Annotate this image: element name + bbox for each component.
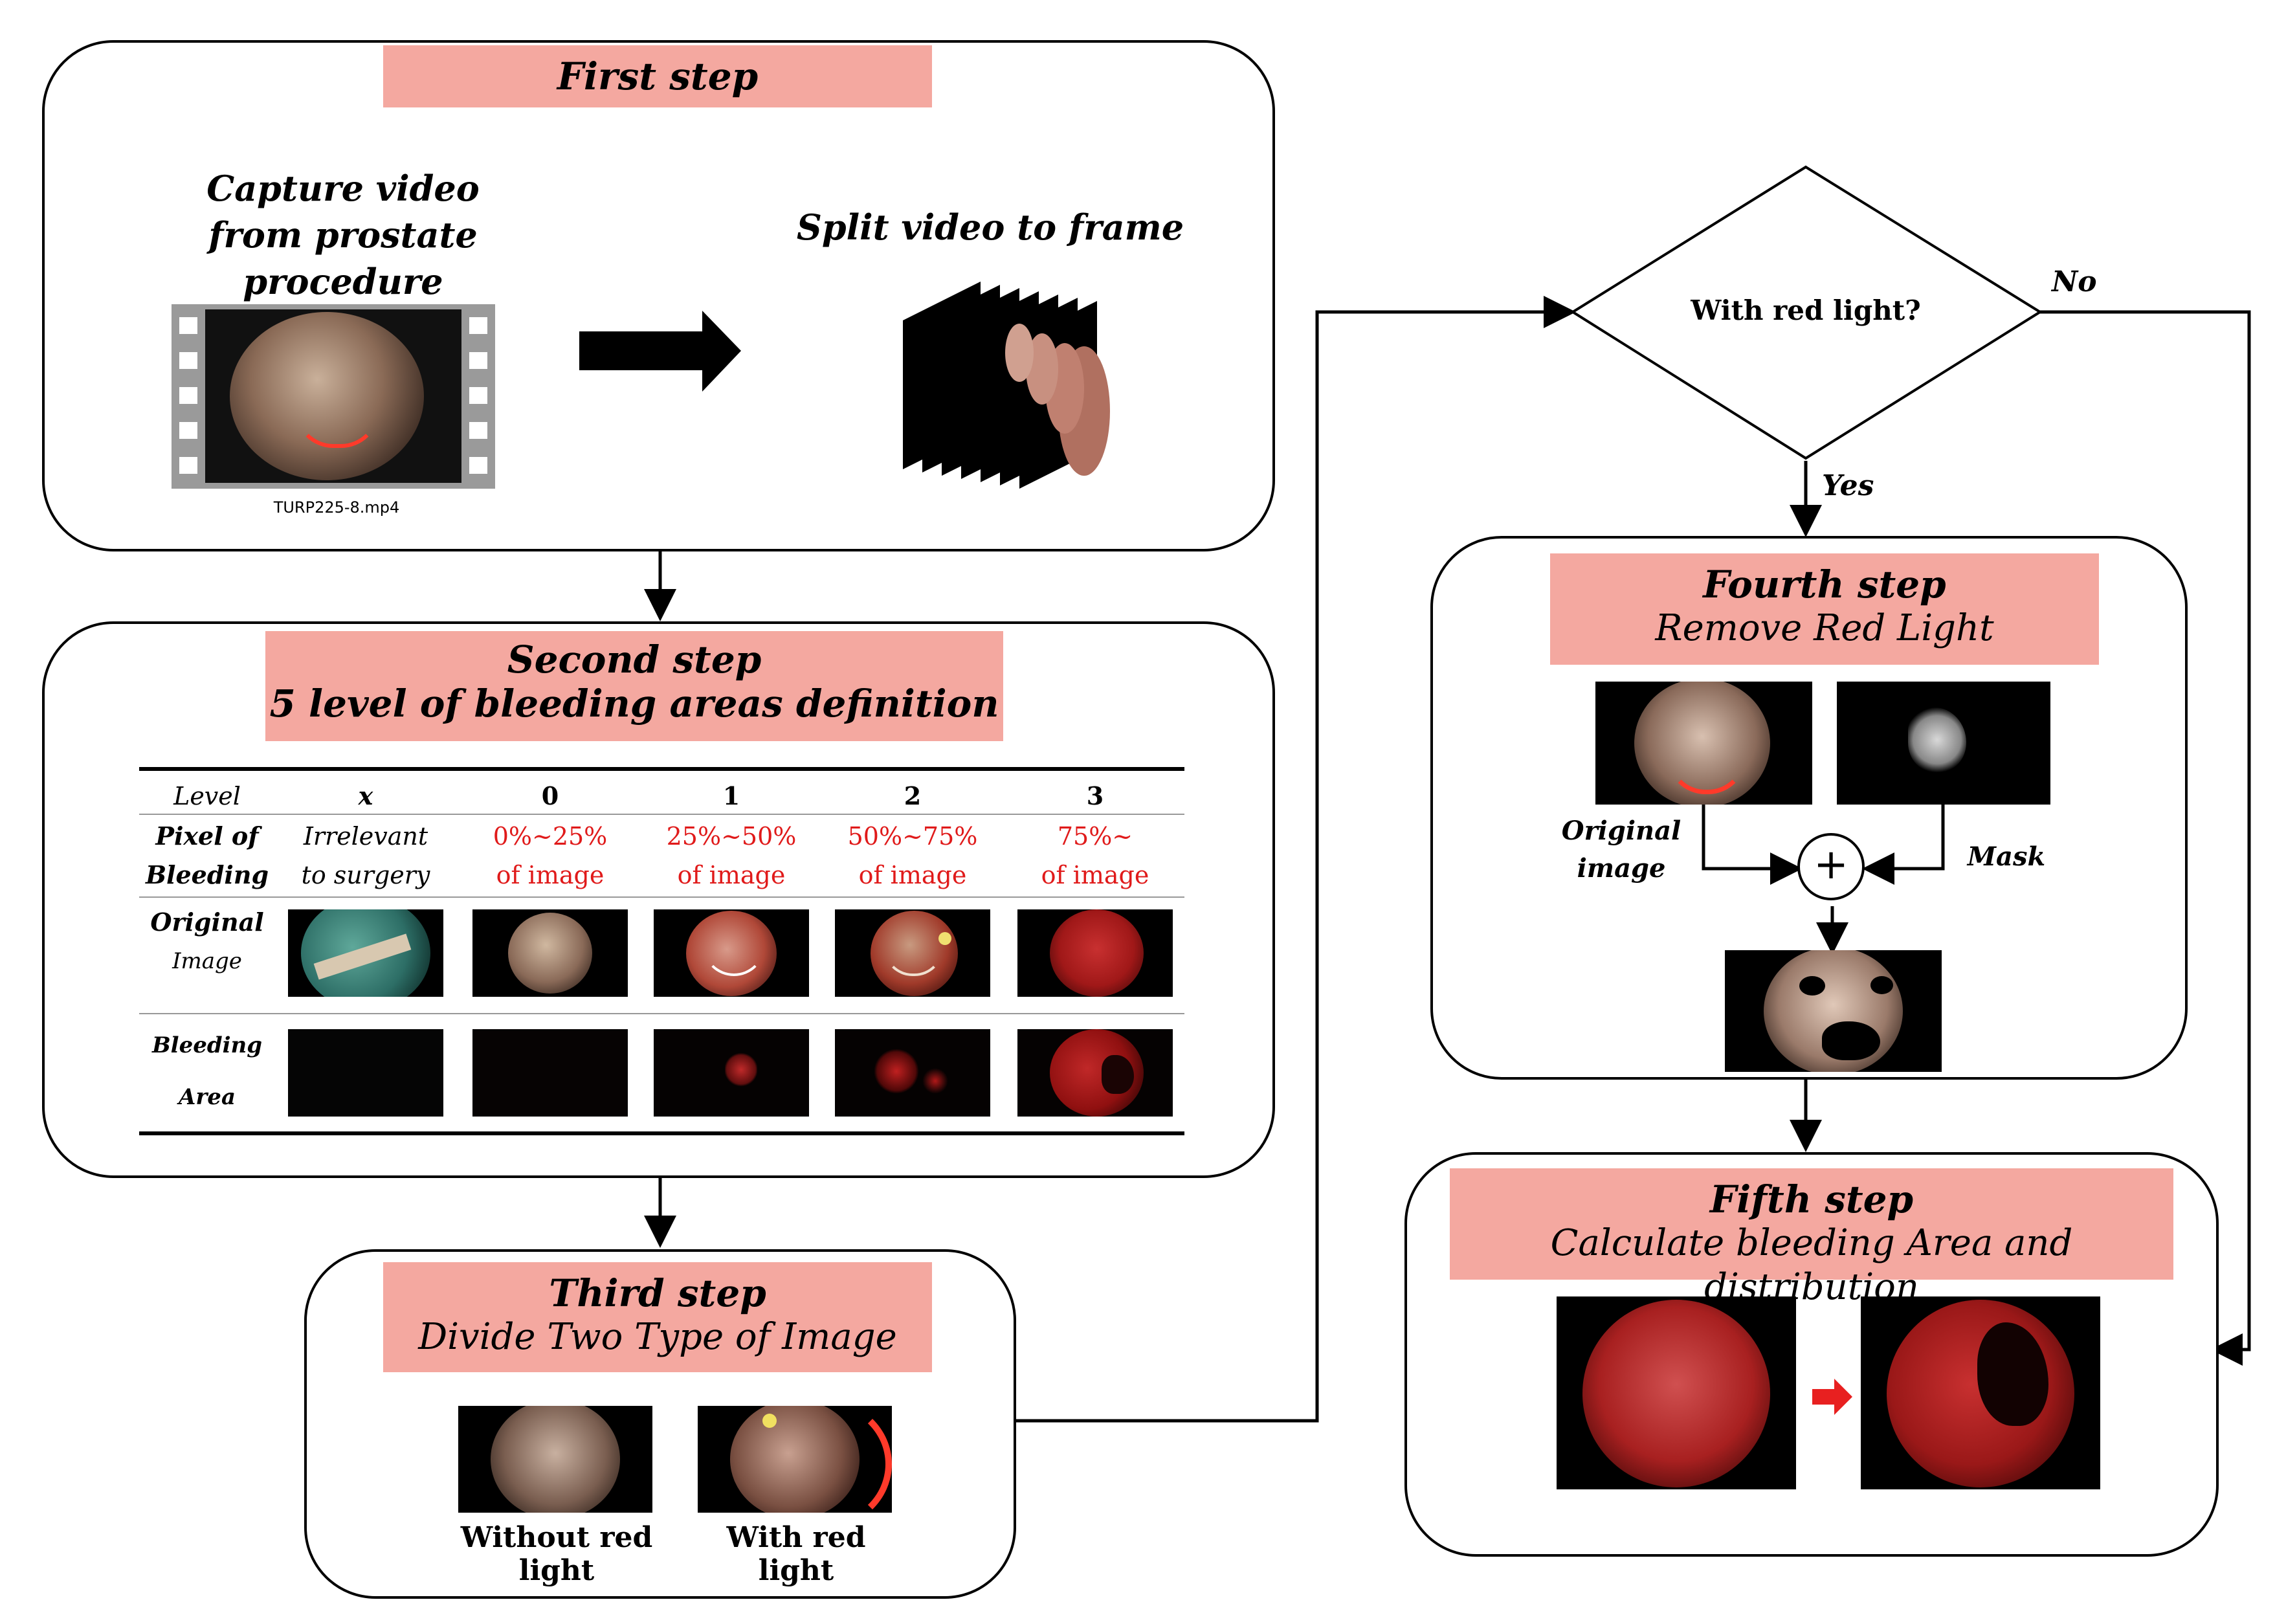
fourth-result-image — [1725, 950, 1942, 1072]
fourth-mask-image — [1837, 682, 2050, 805]
plus-circle-icon: + — [1797, 833, 1865, 900]
second-step-subtitle: 5 level of bleeding areas definition — [269, 682, 999, 726]
bleeding-area-level-0 — [472, 1029, 628, 1117]
table-bottom-rule — [139, 1131, 1184, 1135]
first-step-title: First step — [557, 54, 759, 98]
level-1: 1 — [722, 781, 740, 810]
second-step-banner: Second step 5 level of bleeding areas de… — [265, 631, 1003, 741]
image-without-red-light — [458, 1406, 652, 1513]
fifth-step-banner: Fifth step Calculate bleeding Area and d… — [1450, 1168, 2173, 1308]
bleeding-area-level-3 — [1017, 1029, 1173, 1117]
table-rule-1 — [139, 814, 1184, 815]
fourth-original-image — [1595, 682, 1812, 805]
capture-line2: from prostate procedure — [208, 214, 478, 302]
table-rule-3 — [139, 1013, 1184, 1014]
table-rule-2 — [139, 896, 1184, 898]
fourth-step-subtitle: Remove Red Light — [1655, 607, 1994, 649]
pixel-0: 0%~25% of image — [493, 822, 608, 889]
row-header-bleeding: Bleeding Area — [151, 1032, 263, 1110]
pixel-x: Irrelevant to surgery — [301, 822, 430, 889]
merge-connectors — [1702, 805, 1945, 955]
original-image-level-3 — [1017, 909, 1173, 997]
original-image-level-0 — [472, 909, 628, 997]
level-x: x — [358, 781, 373, 810]
fifth-step-title: Fifth step — [1709, 1177, 1914, 1221]
stacked-frames-icon — [903, 282, 1110, 489]
third-step-banner: Third step Divide Two Type of Image — [383, 1262, 932, 1372]
pixel-2: 50%~75% of image — [847, 822, 978, 889]
image-with-red-light — [698, 1406, 892, 1513]
pixel-1: 25%~50% of image — [666, 822, 797, 889]
arrow-no-to-step5 — [2040, 310, 2251, 1366]
table-top-rule — [139, 767, 1184, 771]
original-image-level-2 — [835, 909, 990, 997]
fifth-output-image — [1861, 1296, 2100, 1489]
label-with-red-light: With red light — [726, 1521, 866, 1587]
label-without-red-light: Without red light — [460, 1521, 653, 1587]
decision-yes-label: Yes — [1822, 469, 1874, 502]
bleeding-area-level-1 — [654, 1029, 809, 1117]
row-header-original: Original Image — [150, 907, 264, 974]
bleeding-area-level-x — [288, 1029, 443, 1117]
fifth-input-image — [1557, 1296, 1796, 1489]
original-image-level-1 — [654, 909, 809, 997]
row-header-pixel: Pixel of Bleeding — [145, 821, 269, 889]
video-filename: TURP225-8.mp4 — [273, 498, 400, 517]
decision-no-label: No — [2052, 265, 2097, 298]
fourth-step-banner: Fourth step Remove Red Light — [1550, 553, 2099, 665]
decision-question: With red light? — [1691, 295, 1921, 326]
level-0: 0 — [541, 781, 559, 810]
split-video-caption: Split video to frame — [796, 206, 1184, 248]
video-film-strip — [172, 304, 495, 489]
row-header-level: Level — [173, 782, 241, 810]
fourth-step-title: Fourth step — [1703, 562, 1946, 606]
fourth-original-label: Original image — [1561, 816, 1681, 884]
pixel-3: 75%~ of image — [1041, 822, 1149, 889]
first-step-banner: First step — [383, 45, 932, 107]
level-3: 3 — [1086, 781, 1104, 810]
third-step-title: Third step — [549, 1271, 766, 1315]
red-arrow-icon — [1812, 1379, 1852, 1415]
capture-line1: Capture video — [206, 168, 480, 209]
fourth-mask-label: Mask — [1967, 841, 2046, 872]
arrow-step3-to-decision — [1013, 296, 1576, 1423]
level-2: 2 — [904, 781, 922, 810]
bleeding-area-level-2 — [835, 1029, 990, 1117]
capture-video-caption: Capture video from prostate procedure — [104, 165, 583, 305]
third-step-subtitle: Divide Two Type of Image — [418, 1316, 897, 1358]
black-arrow-icon — [579, 311, 741, 392]
original-image-level-x — [288, 909, 443, 997]
second-step-title: Second step — [507, 638, 762, 682]
decision-diamond — [1570, 165, 2043, 460]
